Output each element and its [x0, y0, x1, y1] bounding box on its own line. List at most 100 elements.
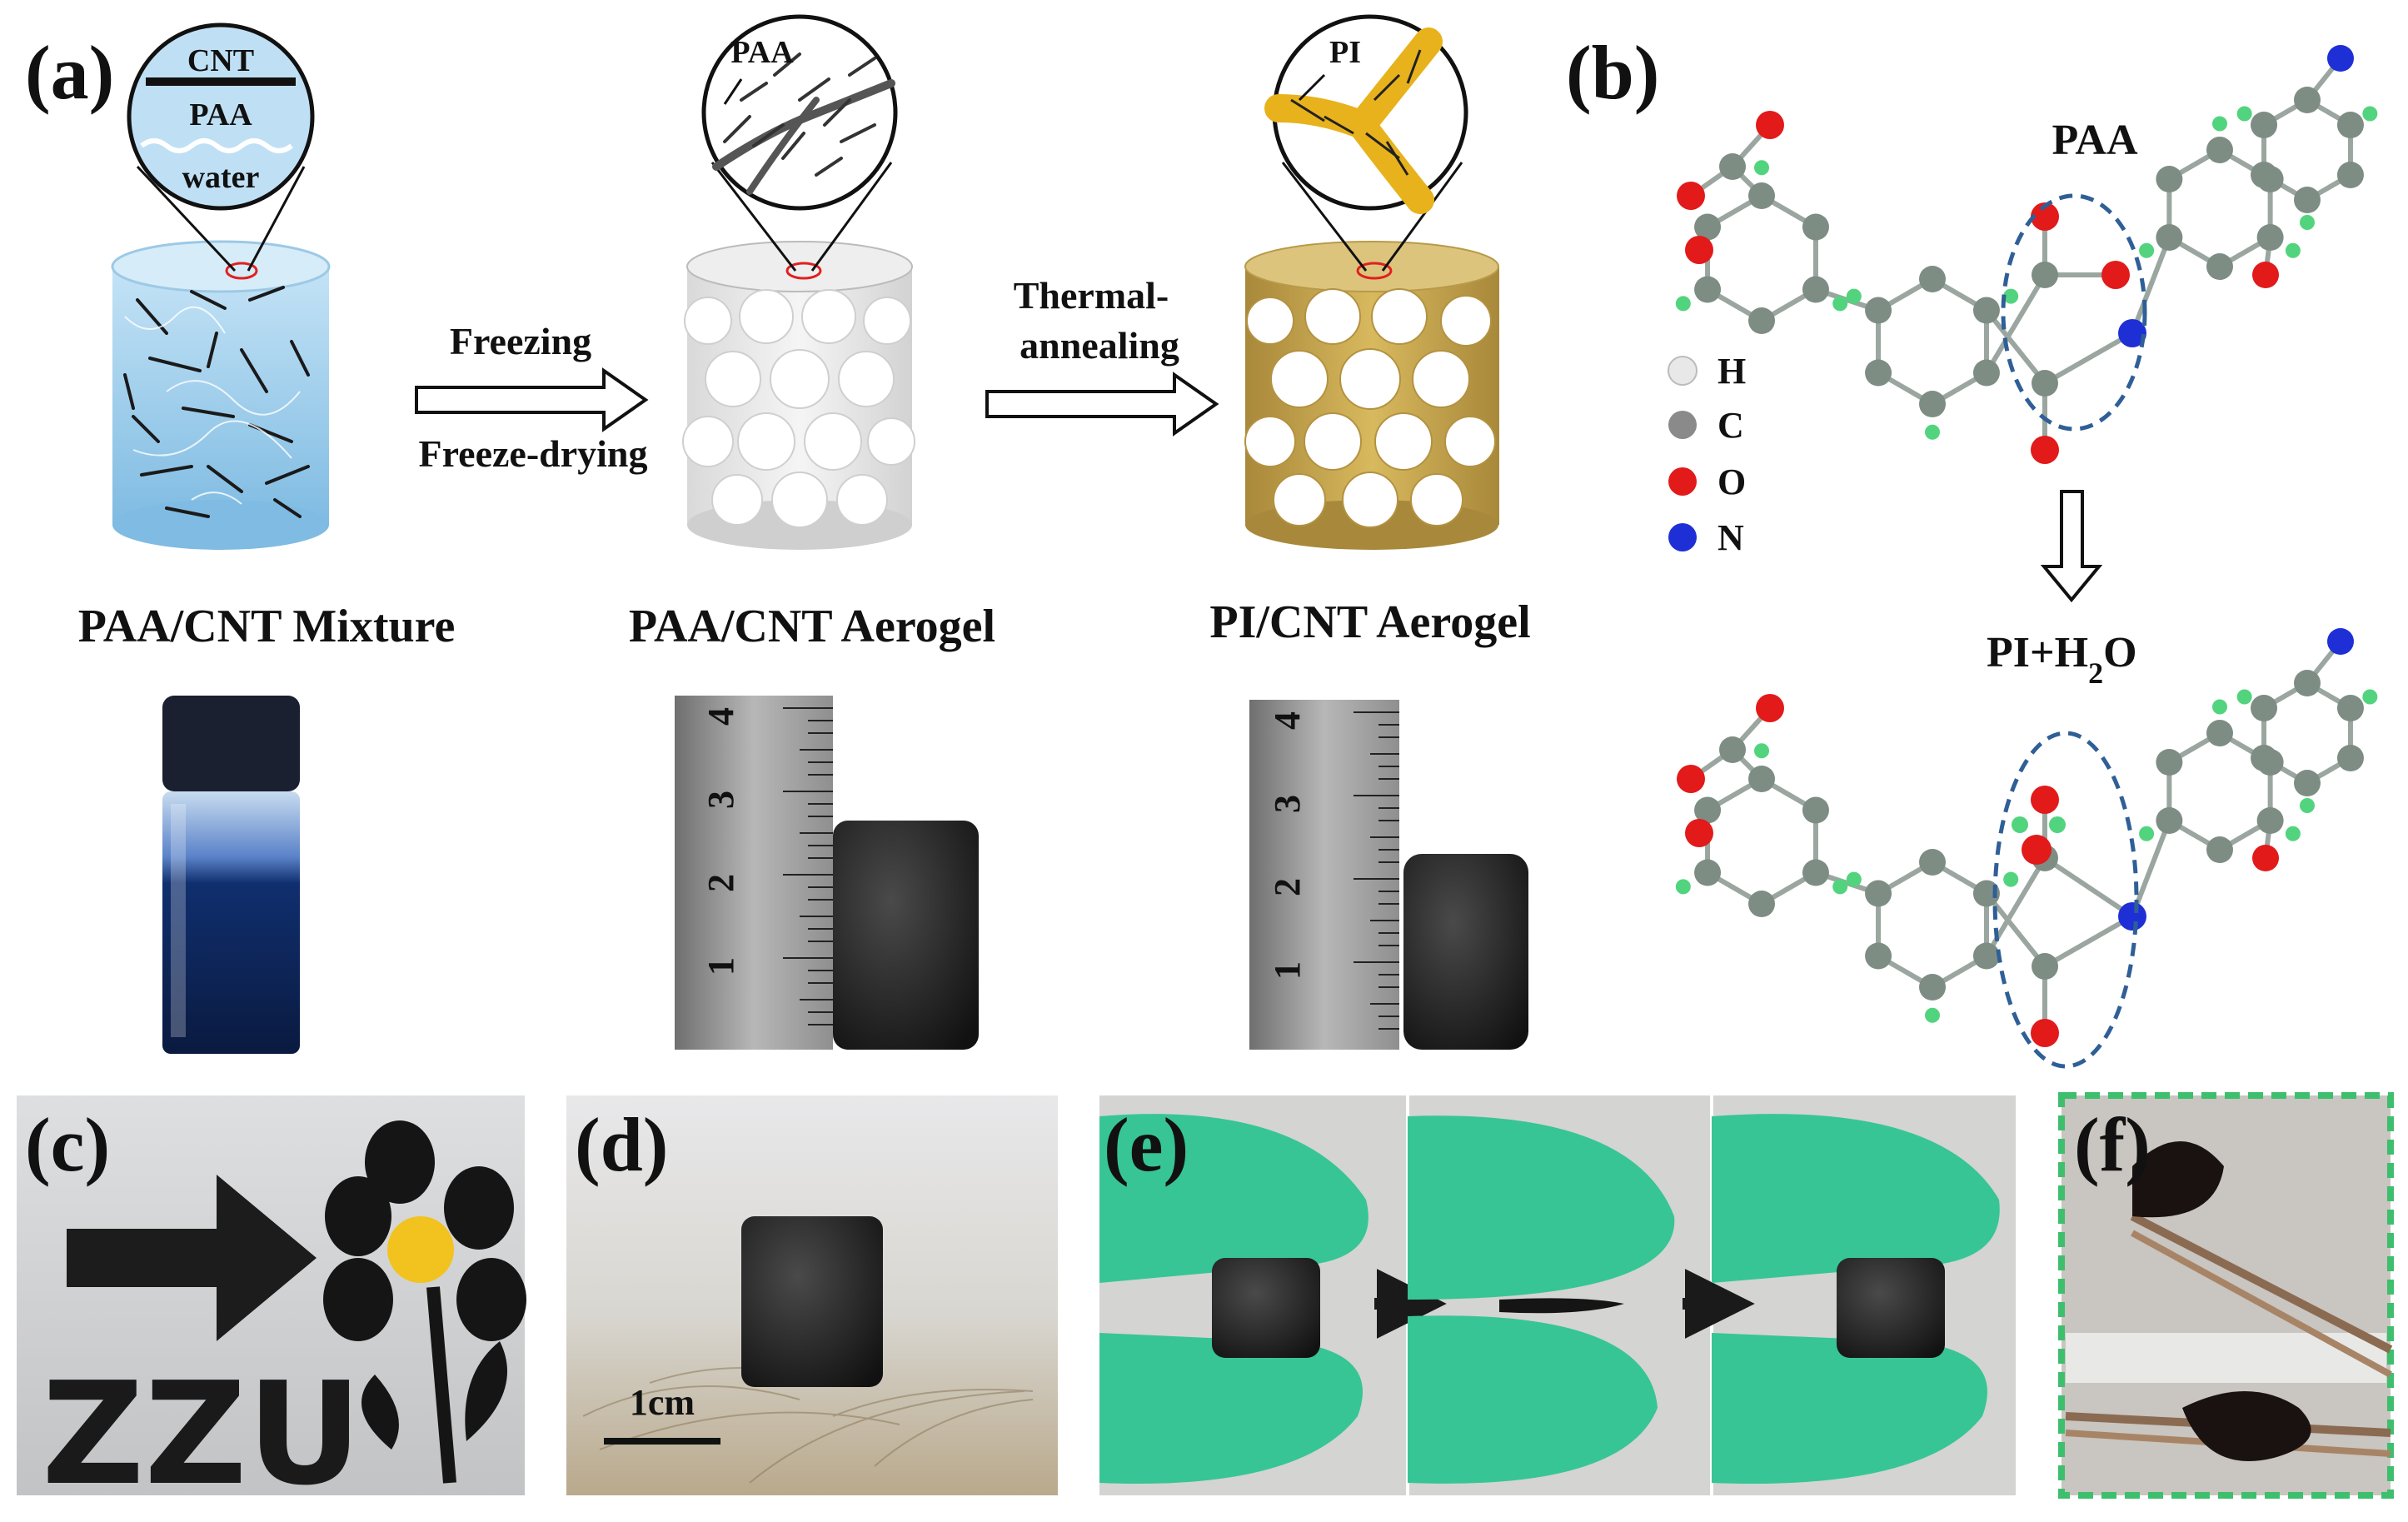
panel-f: (f) [2058, 1092, 2394, 1499]
bubble-label-cnt: CNT [187, 43, 254, 78]
atom-c [1865, 880, 1892, 907]
molecule-paa [1675, 45, 2378, 464]
atom-h [2003, 288, 2019, 304]
atom-h [1832, 296, 1848, 312]
atom-n [2327, 45, 2354, 72]
atom-o [2252, 262, 2279, 288]
atom-c [2336, 745, 2364, 771]
panel-label-a: (a) [25, 30, 114, 115]
atom-h [2139, 242, 2155, 258]
legend-label-h: H [1718, 351, 1746, 392]
atom-c [1919, 974, 1946, 1001]
atom-h [2300, 798, 2315, 813]
atom-c [2294, 670, 2321, 696]
atom-o [2031, 786, 2059, 814]
atom-h [2236, 106, 2252, 122]
atom-c [2251, 162, 2278, 188]
bubble-label-water: water [182, 160, 260, 195]
cylinder-mixture [111, 240, 331, 550]
molecule-title-paa: PAA [2052, 117, 2137, 164]
legend-label-n: N [1718, 517, 1744, 558]
atom-c [1802, 859, 1829, 886]
bubble-label-paa: PAA [189, 97, 252, 132]
glove-frame-3 [1712, 1114, 2000, 1484]
bubble-label-paa-2: PAA [730, 35, 794, 70]
atom-n [2118, 902, 2146, 931]
legend-swatch-h [1668, 356, 1698, 386]
atom-o [1677, 182, 1705, 210]
reaction-arrow-down [2040, 490, 2103, 603]
photo-ruler-paa-aerogel: 4 3 2 1 [675, 696, 979, 1050]
atom-c [2251, 112, 2278, 138]
bond [1984, 273, 2047, 375]
legend-label-c: C [1718, 405, 1744, 446]
atom-c [1719, 736, 1746, 763]
atom-legend: H C O N [1668, 351, 1746, 558]
aerogel-on-fur [741, 1216, 883, 1387]
atom-c [2256, 807, 2284, 834]
atom-h [2003, 871, 2019, 887]
atom-o [2031, 436, 2059, 464]
atom-c [2294, 770, 2321, 796]
panel-label-f: (f) [2074, 1102, 2151, 1187]
atom-c [2032, 953, 2058, 980]
atom-h [1925, 1007, 1940, 1023]
atom-o [1677, 765, 1705, 793]
legend-swatch-n [1668, 523, 1697, 551]
bond [2043, 331, 2134, 386]
atom-c [2156, 807, 2183, 834]
panel-label-d: (d) [575, 1102, 668, 1187]
atom-c [1919, 266, 1946, 292]
atom-c [1748, 766, 1775, 792]
atom-h [2285, 242, 2301, 258]
atom-h [2285, 826, 2301, 841]
glove-frame-1 [1099, 1114, 1369, 1484]
arrow-label-annealing: annealing [1020, 324, 1179, 367]
glove-frame-2 [1408, 1115, 1675, 1484]
atom-c [2336, 695, 2364, 721]
arrow-label-freezing: Freezing [450, 320, 591, 362]
panel-label-c: (c) [25, 1102, 110, 1187]
ruler2-num-2: 2 [1267, 878, 1308, 896]
photo-vial [162, 696, 300, 1054]
atom-c [1972, 942, 2000, 970]
atom-c [1694, 859, 1722, 886]
atom-o [1685, 236, 1713, 264]
legend-label-o: O [1718, 462, 1746, 502]
atom-h [2300, 215, 2315, 230]
knotted-wires [2065, 1141, 2393, 1461]
caption-pi-aerogel: PI/CNT Aerogel [1209, 596, 1530, 648]
ruler2-num-4: 4 [1267, 711, 1308, 730]
atom-c [2251, 695, 2278, 721]
ruler2-num-3: 3 [1267, 795, 1308, 813]
atom-h [2362, 689, 2378, 705]
atom-c [2336, 162, 2364, 188]
zoom-bubble-mixture: CNT PAA water [127, 22, 315, 272]
legend-swatch-o [1668, 467, 1697, 496]
atom-c [1865, 297, 1892, 324]
atom-h [1846, 288, 1862, 304]
ruler-ticks-1 [783, 707, 833, 1025]
panel-label-e: (e) [1104, 1102, 1189, 1187]
atom-c [1694, 276, 1722, 303]
shape-flower [323, 1120, 526, 1484]
atom-h [2212, 699, 2227, 715]
legend-swatch-c [1668, 411, 1697, 439]
atom-h [2012, 816, 2028, 833]
ruler-ticks-2 [1354, 711, 1399, 1030]
atom-c [2294, 87, 2321, 113]
ruler2-num-1: 1 [1267, 961, 1308, 980]
panel-label-b: (b) [1566, 30, 1659, 115]
shape-arrow [67, 1175, 317, 1341]
atom-o [2101, 261, 2130, 289]
ruler1-num-4: 4 [700, 707, 741, 726]
atom-c [1802, 276, 1829, 303]
bond [2043, 914, 2134, 969]
atom-c [2032, 370, 2058, 397]
panel-d: (d) 1cm [566, 1095, 1058, 1495]
molecule-pi [1675, 628, 2378, 1047]
atom-c [2032, 262, 2058, 288]
atom-c [1972, 359, 2000, 387]
panel-e: (e) [1099, 1095, 2016, 1495]
